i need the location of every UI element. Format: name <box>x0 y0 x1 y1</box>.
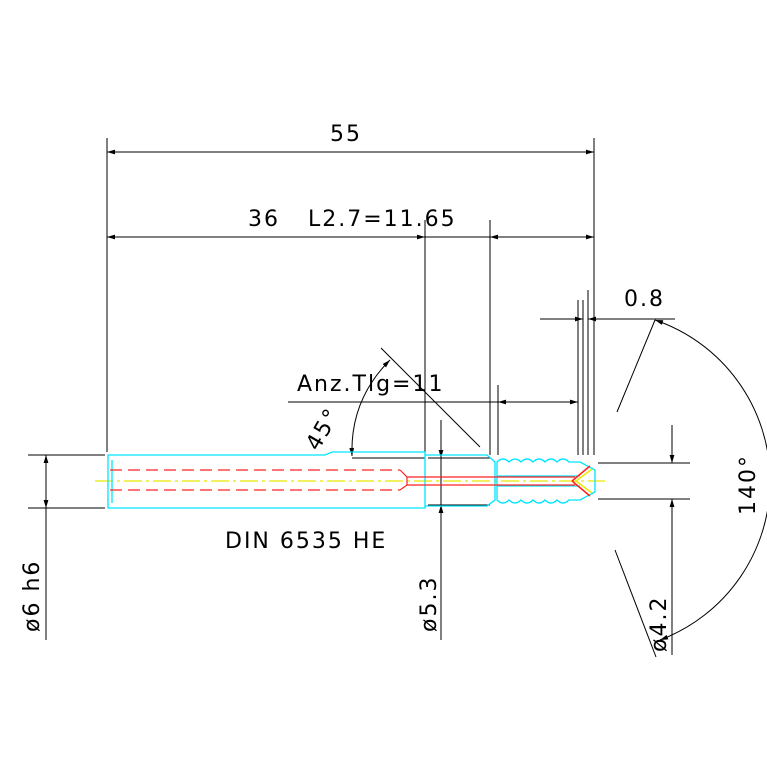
dimension-tip-length: 0.8 <box>540 287 675 322</box>
dim-text-45: 45° <box>302 404 346 455</box>
dimension-thread-count: Anz.Tlg=11 <box>288 372 578 405</box>
dimension-tip-diameter: ø4.2 <box>647 425 675 655</box>
dim-text-shank-diameter: ø6 h6 <box>20 560 45 632</box>
standard-label: DIN 6535 HE <box>225 529 387 554</box>
dim-text-36: 36 <box>248 207 280 232</box>
dim-text-point-angle: 140° <box>736 454 761 515</box>
dimension-point-angle: 140° <box>614 319 767 658</box>
dim-text-neck-diameter: ø5.3 <box>417 576 442 632</box>
dim-text-55: 55 <box>330 122 362 147</box>
dimension-shank-length: 36 L2.7=11.65 <box>107 207 594 240</box>
dimension-overall-length: 55 <box>107 122 594 155</box>
dim-text-thread-length: L2.7=11.65 <box>308 207 457 232</box>
dimension-shank-diameter: ø6 h6 <box>20 455 49 640</box>
extension-lines <box>28 138 690 509</box>
tool-outline <box>95 451 605 509</box>
dim-text-0-8: 0.8 <box>624 287 665 312</box>
